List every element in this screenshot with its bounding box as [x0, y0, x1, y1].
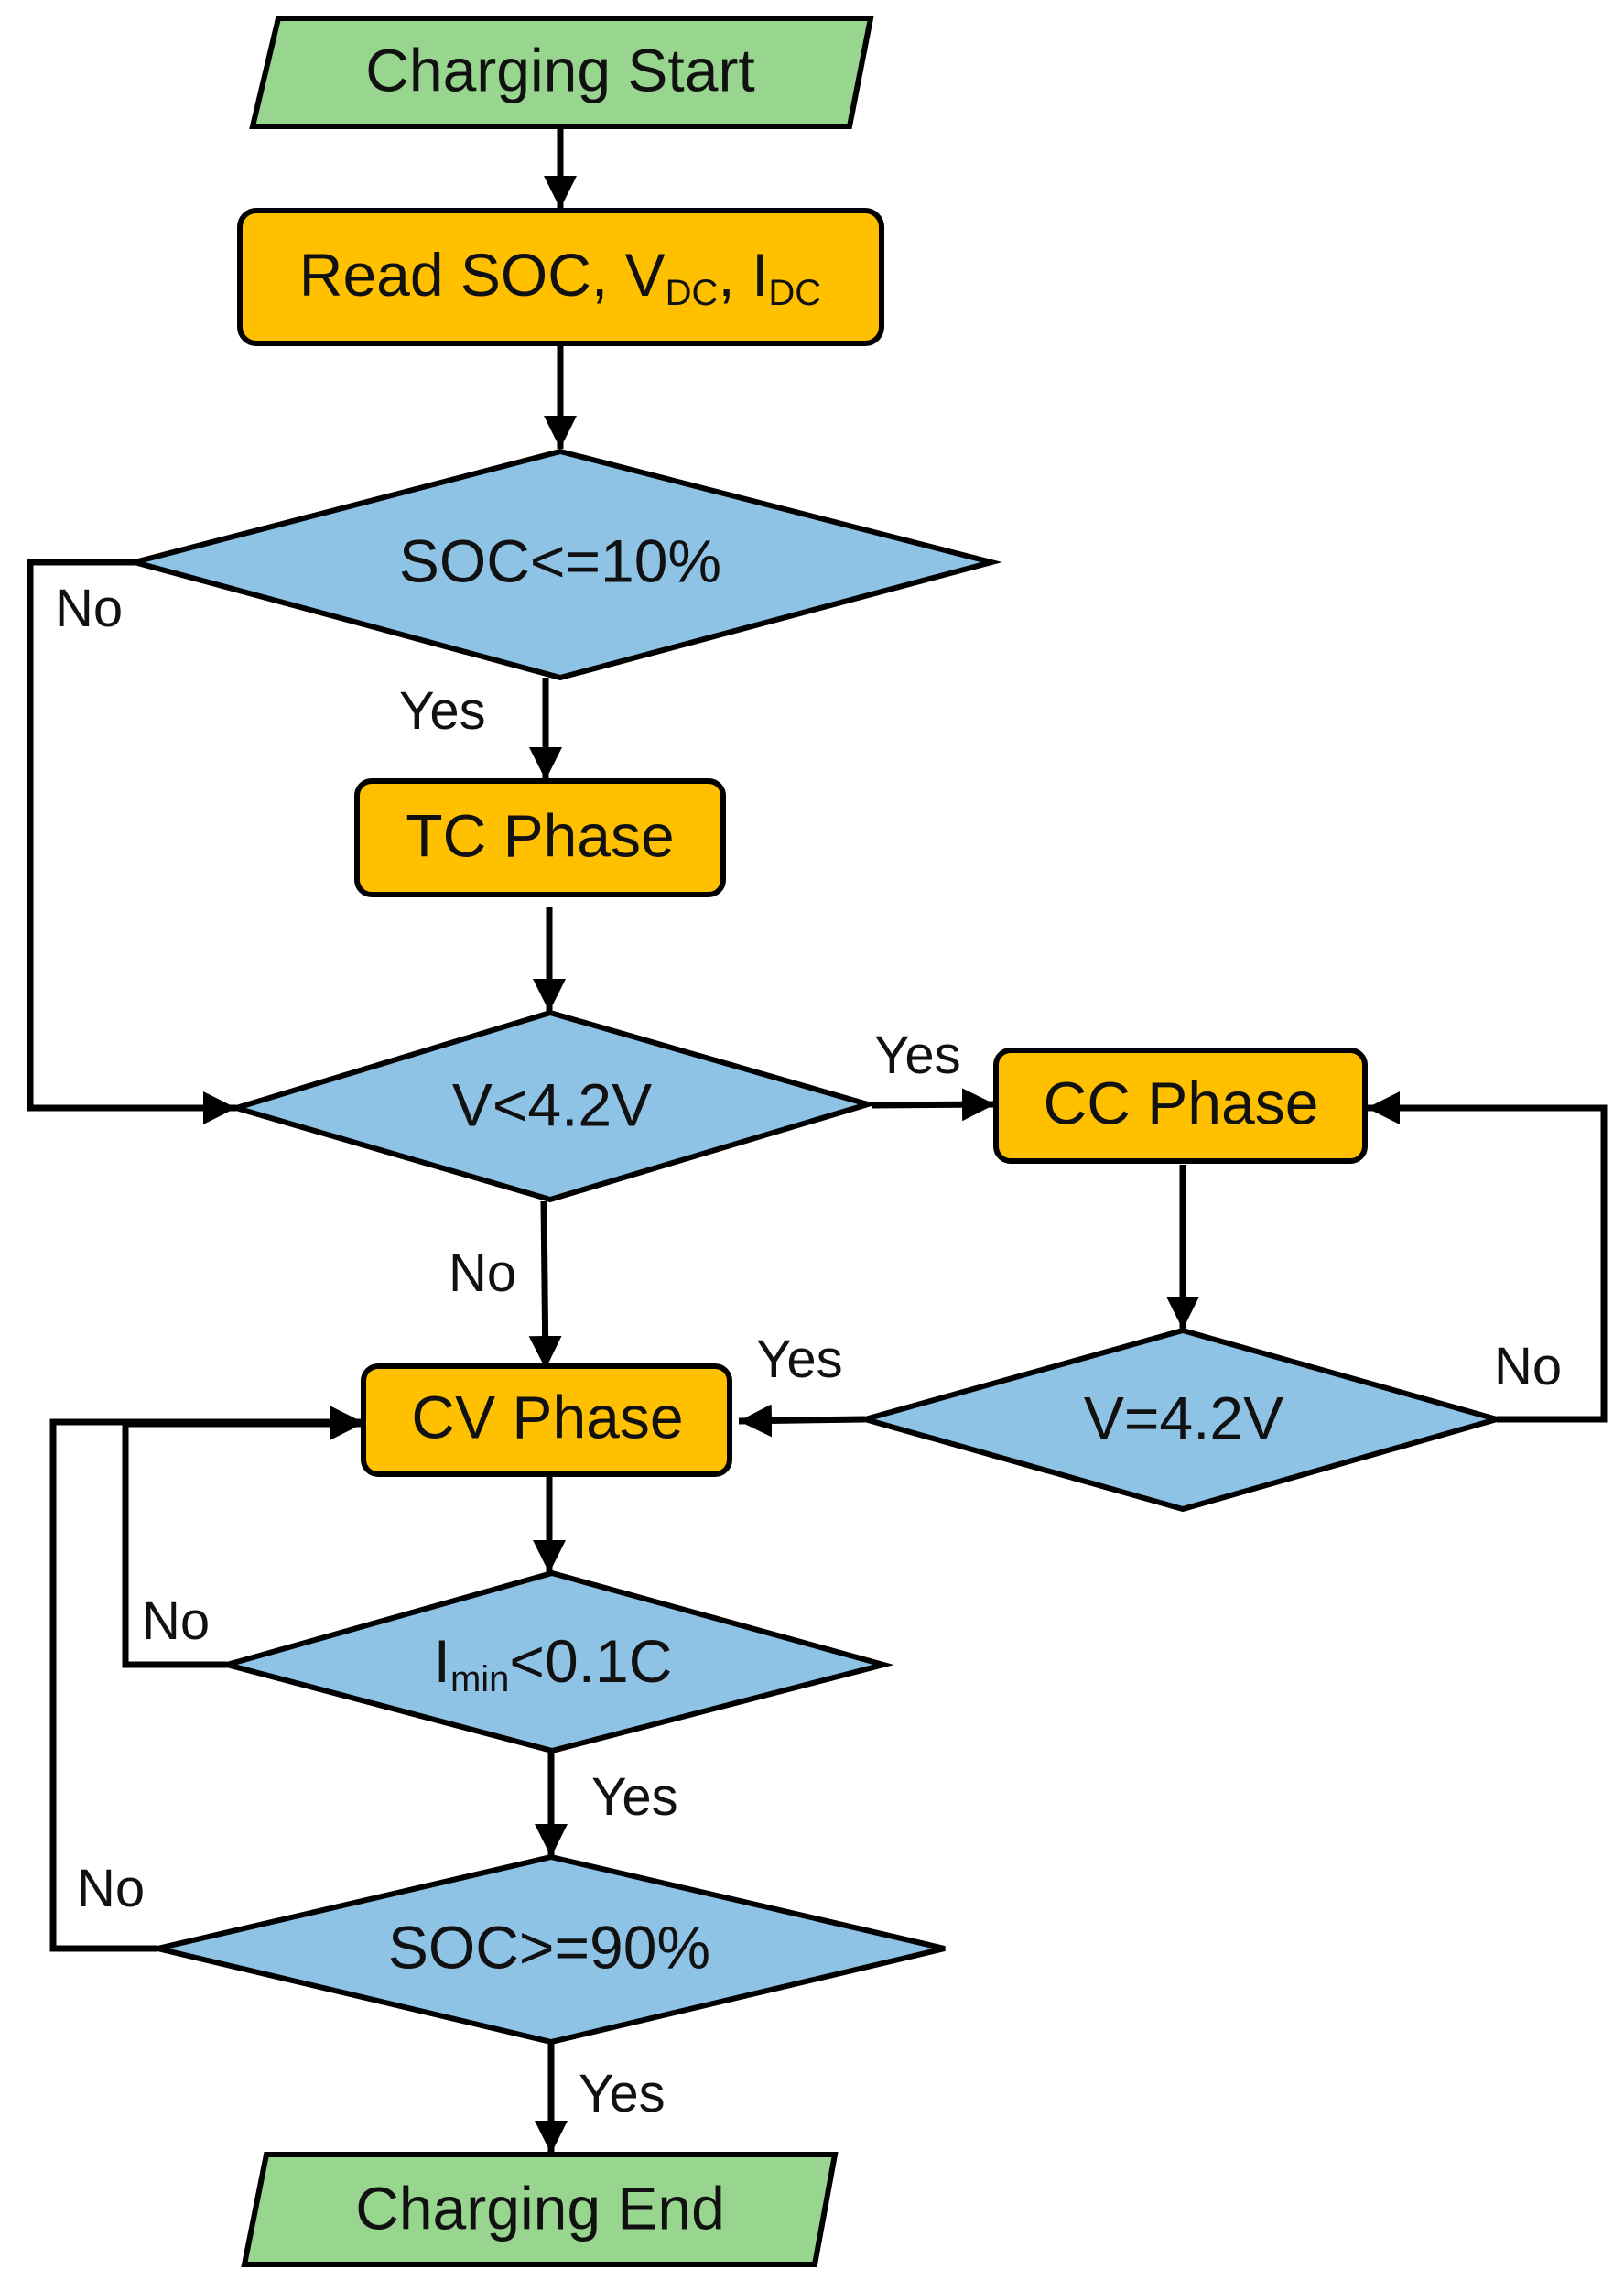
- soc-low-shape: [124, 448, 1002, 681]
- start-shape: [249, 16, 874, 129]
- imin-yes-label: Yes: [591, 1767, 678, 1827]
- soc-high-shape: [157, 1853, 946, 2046]
- node-read-soc: Read SOC, VDC, IDC: [237, 208, 884, 346]
- end-label: Charging End: [355, 2174, 725, 2242]
- v-lt-yes-label: Yes: [874, 1026, 961, 1085]
- v-lt-shape: [226, 1009, 878, 1203]
- soc-high-no-label: No: [77, 1859, 145, 1918]
- end-shape: [241, 2152, 839, 2267]
- edge-soc-high-no-cv: [49, 1406, 363, 1952]
- node-charging-end: Charging End: [241, 2152, 839, 2267]
- node-v-eq-decision: V=4.2V: [854, 1327, 1507, 1513]
- v-eq-label: V=4.2V: [1084, 1384, 1283, 1451]
- cc-shape: [993, 1048, 1368, 1164]
- node-tc-phase: TC Phase: [354, 778, 726, 897]
- node-soc-high-decision: SOC>=90%: [157, 1853, 946, 2046]
- cv-label: CV Phase: [411, 1383, 683, 1450]
- v-eq-no-label: No: [1494, 1337, 1562, 1396]
- node-soc-low-decision: SOC<=10%: [124, 448, 1002, 681]
- node-imin-decision: Imin<0.1C: [216, 1569, 894, 1754]
- imin-shape: [216, 1569, 894, 1754]
- tc-shape: [354, 778, 726, 897]
- node-charging-start: Charging Start: [249, 16, 874, 129]
- start-label: Charging Start: [365, 36, 755, 103]
- read-shape: [237, 208, 884, 346]
- v-eq-shape: [854, 1327, 1507, 1513]
- v-lt-no-label: No: [449, 1243, 516, 1303]
- soc-low-yes-label: Yes: [399, 681, 486, 741]
- cv-shape: [361, 1363, 732, 1477]
- edge-v-lt-cv: [528, 1200, 562, 1370]
- v-lt-label: V<4.2V: [452, 1070, 652, 1138]
- edge-labels: No Yes Yes No Yes No No Yes No Yes: [55, 579, 1562, 2123]
- v-eq-yes-label: Yes: [756, 1330, 843, 1389]
- edge-soc-low-no-v-lt: [27, 559, 236, 1124]
- edge-v-lt-cc: [871, 1088, 996, 1122]
- soc-high-label: SOC>=90%: [388, 1913, 710, 1981]
- soc-low-no-label: No: [55, 579, 123, 638]
- node-v-lt-decision: V<4.2V: [226, 1009, 878, 1203]
- soc-high-yes-label: Yes: [579, 2064, 666, 2123]
- tc-label: TC Phase: [406, 801, 674, 869]
- cc-label: CC Phase: [1044, 1069, 1319, 1136]
- node-cc-phase: CC Phase: [993, 1048, 1368, 1164]
- imin-no-label: No: [142, 1591, 210, 1651]
- read-label: Read SOC, VDC, IDC: [299, 241, 821, 312]
- imin-label: Imin<0.1C: [434, 1627, 673, 1699]
- soc-low-label: SOC<=10%: [399, 527, 721, 594]
- connectors: [27, 128, 1608, 2154]
- node-cv-phase: CV Phase: [361, 1363, 732, 1477]
- edge-v-eq-cv: [738, 1404, 866, 1438]
- edge-v-eq-no-cc: [1367, 1091, 1608, 1423]
